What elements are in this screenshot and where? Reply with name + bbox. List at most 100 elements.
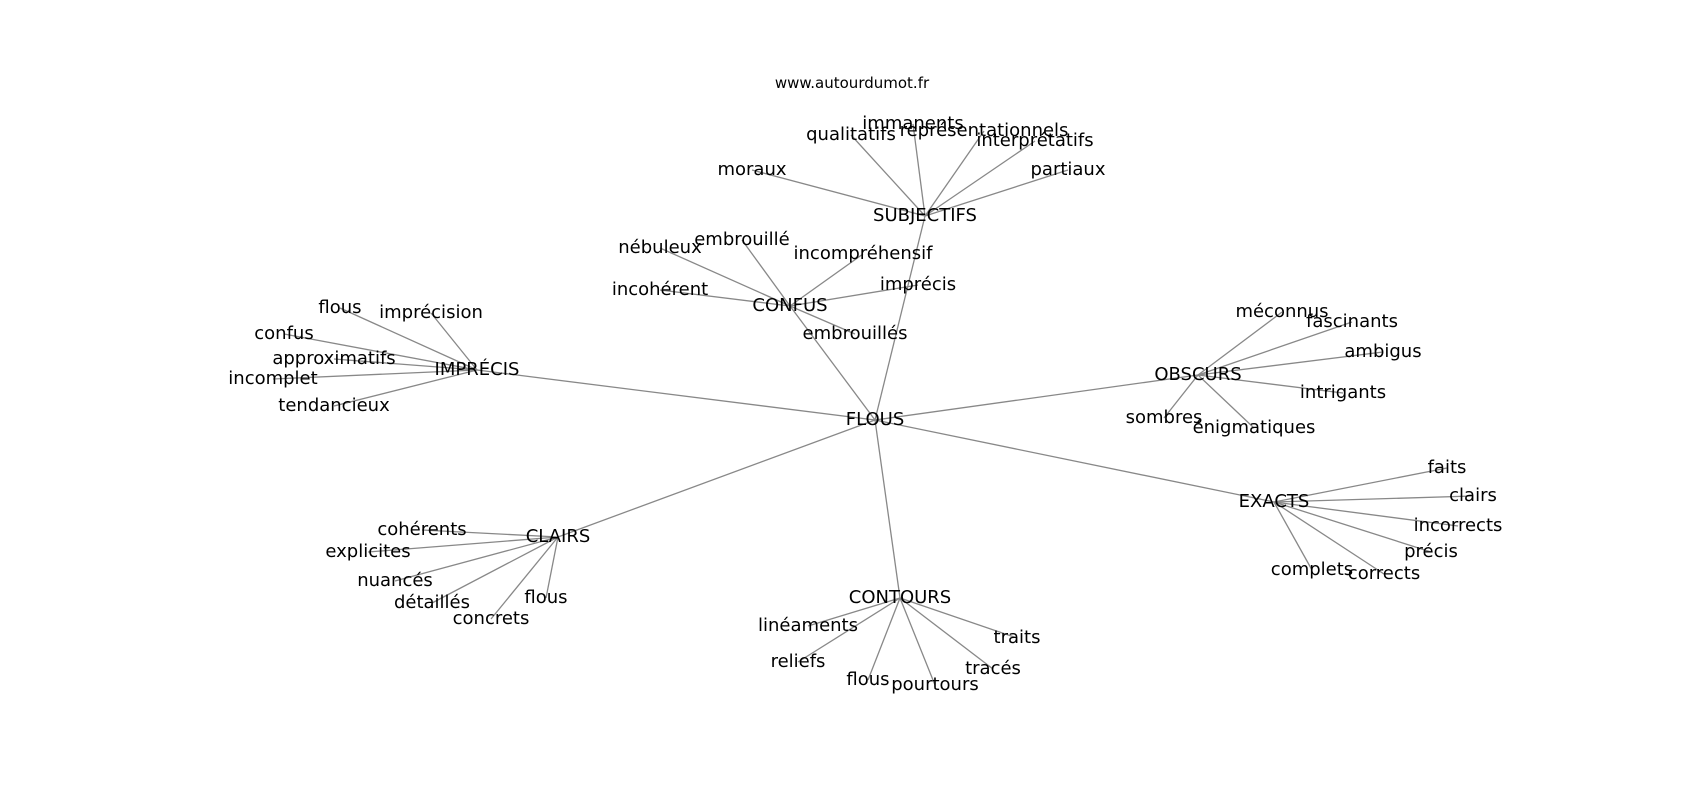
hub-word[interactable]: OBSCURS <box>1154 364 1241 385</box>
edge-center-subjectifs <box>874 215 926 421</box>
edge-obscurs-4 <box>1163 374 1199 419</box>
edge-clairs-3 <box>431 536 559 604</box>
edge-obscurs-0 <box>1197 311 1283 376</box>
related-word[interactable]: tendancieux <box>278 395 390 416</box>
related-word[interactable]: traits <box>994 627 1041 648</box>
edge-contours-2 <box>867 597 901 681</box>
related-word[interactable]: approximatifs <box>272 348 395 369</box>
edge-exacts-0 <box>1273 467 1448 503</box>
edge-clairs-2 <box>394 536 559 582</box>
related-word[interactable]: flous <box>318 297 361 318</box>
hub-word[interactable]: IMPRÉCIS <box>435 358 520 380</box>
center-word[interactable]: FLOUS <box>846 409 905 430</box>
edge-center-obscurs <box>874 374 1199 421</box>
edge-contours-4 <box>899 597 994 670</box>
edge-imprécis-5 <box>333 369 478 407</box>
related-word[interactable]: pourtours <box>891 674 979 695</box>
related-word[interactable]: incorrects <box>1414 515 1503 536</box>
related-word[interactable]: corrects <box>1348 563 1420 584</box>
hub-word[interactable]: SUBJECTIFS <box>873 205 977 226</box>
edge-contours-0 <box>807 597 901 627</box>
related-word[interactable]: embrouillé <box>694 229 790 250</box>
edge-obscurs-5 <box>1197 374 1255 429</box>
related-word[interactable]: ambigus <box>1344 341 1421 362</box>
related-word[interactable]: immanents <box>862 113 963 134</box>
related-word[interactable]: qualitatifs <box>806 124 896 145</box>
edges-layer <box>272 123 1474 686</box>
edge-confus-1 <box>741 239 791 307</box>
edge-clairs-4 <box>490 536 559 620</box>
edge-exacts-5 <box>1273 501 1385 575</box>
edge-clairs-1 <box>367 536 559 553</box>
related-word[interactable]: faits <box>1428 457 1467 478</box>
related-word[interactable]: reliefs <box>771 651 826 672</box>
related-word[interactable]: linéaments <box>758 615 858 636</box>
source-url: www.autourdumot.fr <box>775 74 930 92</box>
edge-subjectifs-2 <box>850 134 926 217</box>
edge-imprécis-3 <box>333 358 478 371</box>
edge-subjectifs-3 <box>924 140 1036 217</box>
edge-center-imprécis <box>476 369 876 421</box>
edge-imprécis-1 <box>430 312 478 371</box>
related-word[interactable]: explicites <box>325 541 410 562</box>
related-word[interactable]: cohérents <box>377 519 466 540</box>
related-word[interactable]: incompréhensif <box>794 243 934 264</box>
edge-exacts-3 <box>1273 501 1432 553</box>
hub-word[interactable]: CONTOURS <box>849 587 951 608</box>
related-word[interactable]: partiaux <box>1030 159 1105 180</box>
edge-imprécis-4 <box>272 369 478 380</box>
edge-exacts-1 <box>1273 495 1474 503</box>
edge-subjectifs-0 <box>912 123 926 217</box>
related-word[interactable]: fascinants <box>1306 311 1398 332</box>
related-word[interactable]: clairs <box>1449 485 1497 506</box>
related-word[interactable]: sombres <box>1126 407 1203 428</box>
edge-subjectifs-1 <box>924 130 985 217</box>
related-word[interactable]: représentationnels <box>900 120 1069 141</box>
edge-obscurs-3 <box>1197 374 1344 394</box>
edge-contours-1 <box>797 597 901 663</box>
edge-confus-0 <box>659 247 791 307</box>
related-word[interactable]: interprétatifs <box>976 130 1093 151</box>
edge-clairs-0 <box>421 529 559 538</box>
related-word[interactable]: imprécision <box>379 302 483 323</box>
edge-confus-5 <box>789 305 856 335</box>
related-word[interactable]: incomplet <box>228 368 317 389</box>
edge-confus-2 <box>789 253 864 307</box>
edge-subjectifs-4 <box>751 169 926 217</box>
related-word[interactable]: flous <box>524 587 567 608</box>
edge-subjectifs-5 <box>924 169 1069 217</box>
related-word[interactable]: précis <box>1404 541 1458 562</box>
related-word[interactable]: incohérent <box>612 279 708 300</box>
related-word[interactable]: méconnus <box>1235 301 1328 322</box>
edge-exacts-4 <box>1273 501 1313 571</box>
edge-clairs-5 <box>545 536 559 599</box>
edge-obscurs-1 <box>1197 321 1353 376</box>
hub-word[interactable]: CONFUS <box>752 295 827 316</box>
hub-word[interactable]: CLAIRS <box>526 526 591 547</box>
related-word[interactable]: moraux <box>717 159 786 180</box>
labels-layer: FLOUS SUBJECTIFS immanentsreprésentationne… <box>228 113 1502 695</box>
edge-obscurs-2 <box>1197 351 1384 376</box>
related-word[interactable]: confus <box>254 323 313 344</box>
edge-center-confus <box>789 305 876 421</box>
related-word[interactable]: embrouillés <box>803 323 908 344</box>
edge-confus-3 <box>659 289 791 307</box>
edge-center-exacts <box>874 419 1275 503</box>
related-word[interactable]: complets <box>1271 559 1353 580</box>
edge-center-clairs <box>557 419 876 538</box>
edge-confus-4 <box>789 284 919 307</box>
related-word[interactable]: nuancés <box>357 570 433 591</box>
related-word[interactable]: tracés <box>965 658 1021 679</box>
related-word[interactable]: nébuleux <box>618 237 702 258</box>
related-word[interactable]: énigmatiques <box>1193 417 1316 438</box>
edge-imprécis-2 <box>283 333 478 371</box>
related-word[interactable]: flous <box>846 669 889 690</box>
related-word[interactable]: intrigants <box>1300 382 1386 403</box>
edge-imprécis-0 <box>339 307 478 371</box>
related-word[interactable]: détaillés <box>394 592 470 613</box>
related-word[interactable]: concrets <box>453 608 530 629</box>
hub-word[interactable]: EXACTS <box>1239 491 1310 512</box>
edge-contours-3 <box>899 597 936 686</box>
related-word[interactable]: imprécis <box>880 274 956 295</box>
